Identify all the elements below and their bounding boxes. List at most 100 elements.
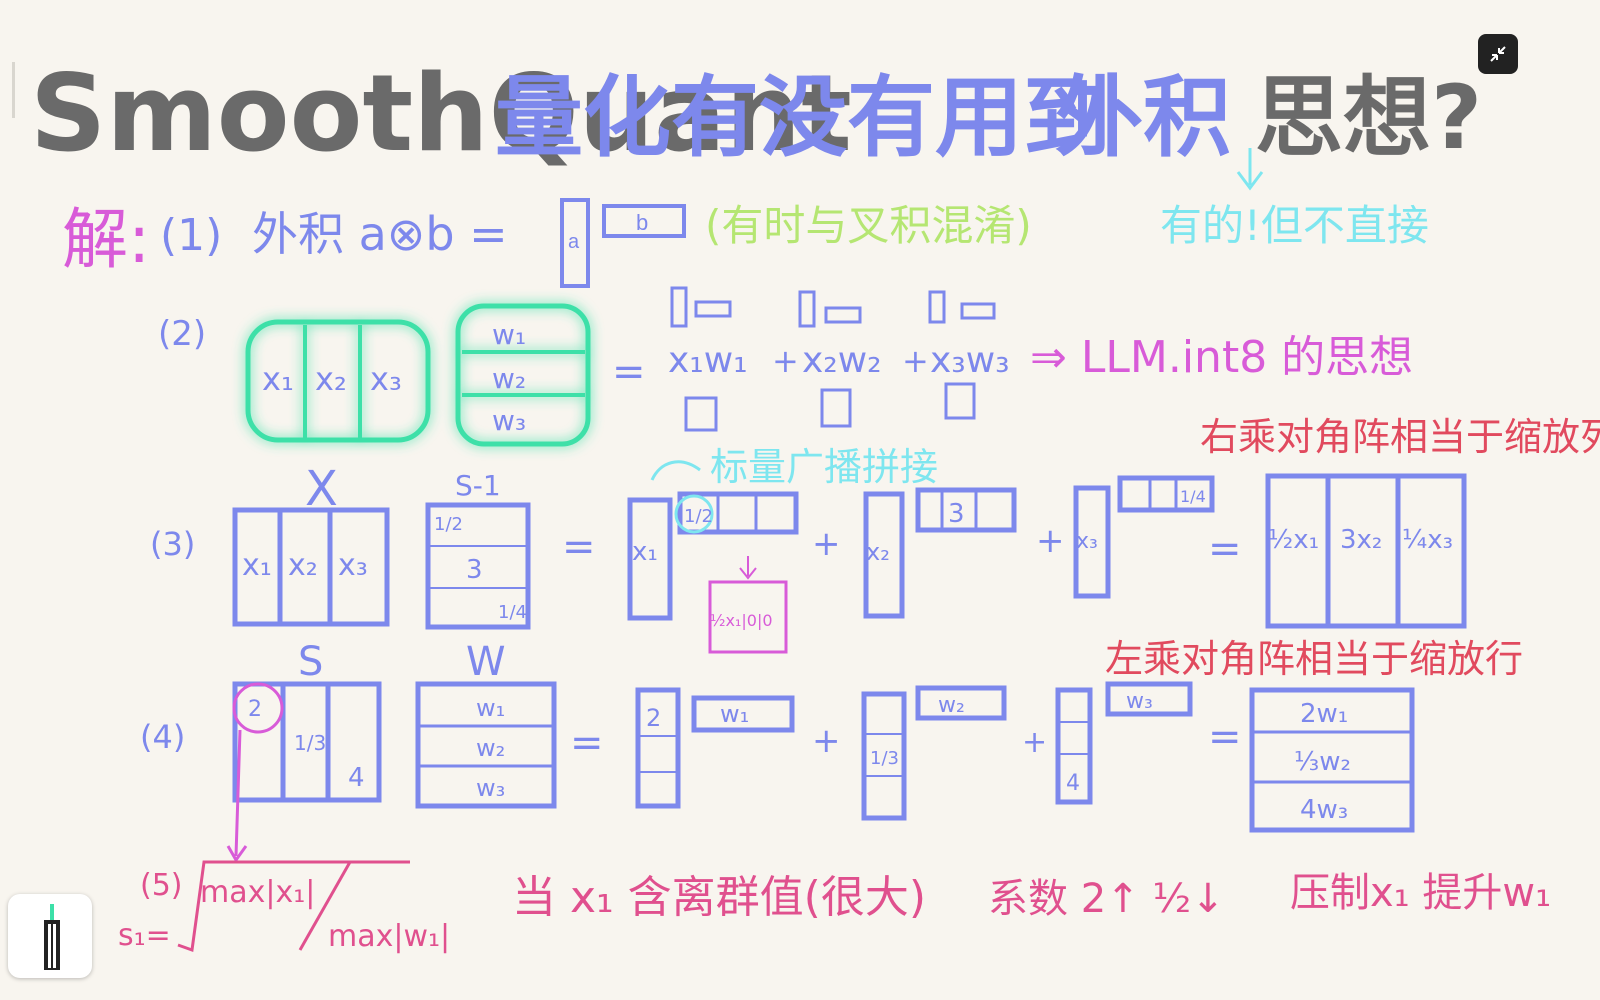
s4-col2 <box>861 691 907 821</box>
title-outer-product: 外积 <box>1055 66 1231 169</box>
s3-col2 <box>863 491 905 619</box>
s4-col2-val: 1/3 <box>870 748 899 769</box>
small-down-arrow-icon <box>739 556 757 580</box>
s3-result-2: 3x₂ <box>1340 525 1382 555</box>
s3-sinv-1: 1/2 <box>434 514 463 535</box>
s2-plus-1: + <box>772 342 799 380</box>
s3-equals-2: = <box>1208 526 1242 572</box>
broadcast-result-box <box>708 580 788 654</box>
s3-row1-val: 1/2 <box>684 506 713 527</box>
s3-result-1: ½x₁ <box>1268 525 1319 555</box>
suppress-boost-note: 压制x₁ 提升w₁ <box>1290 870 1551 916</box>
outlier-condition: 当 x₁ 含离群值(很大) <box>512 872 926 923</box>
vector-a-box <box>560 198 590 288</box>
title: SmoothQuant 量化有没有用到 外积 思想? <box>30 52 1482 175</box>
s2-w2: w₂ <box>492 362 526 395</box>
title-quantization: 量化有没有用到 <box>495 66 1111 169</box>
s3-col1-label: x₁ <box>632 537 658 567</box>
section-1: 解: (1) 外积 a⊗b = a b (有时与叉积混淆) 有的!但不直接 <box>62 148 1429 288</box>
s2-plus-2: + <box>902 342 929 380</box>
s3-col2-label: x₂ <box>866 538 890 566</box>
vector-a-label: a <box>568 231 580 253</box>
s4-s-1: 2 <box>248 697 262 722</box>
section-4: (4) S 2 1/3 4 W w₁ w₂ w₃ = 2 w₁ + 1/3 <box>140 637 1523 863</box>
left-multiply-note: 左乘对角阵相当于缩放行 <box>1105 637 1523 681</box>
s3-equals: = <box>562 524 596 570</box>
s3-row3-val: 1/4 <box>1180 487 1206 506</box>
broadcast-note: 标量广播拼接 <box>710 445 938 489</box>
s3-row2-val: 3 <box>948 499 965 529</box>
s1-highlight <box>232 682 284 734</box>
s4-w-matrix <box>415 681 557 809</box>
pen-icon <box>44 904 60 970</box>
s4-plus-1: + <box>812 721 841 761</box>
s2-term-1: x₁w₁ <box>668 340 748 381</box>
s4-col1 <box>635 687 681 809</box>
right-multiply-note: 右乘对角阵相当于缩放列 <box>1200 415 1600 459</box>
formula-numerator: max|x₁| <box>200 875 315 910</box>
formula-denominator: max|w₁| <box>328 919 450 954</box>
s3-x1: x₁ <box>242 548 272 583</box>
s2-term-2: x₂w₂ <box>802 340 882 381</box>
s2-equals: = <box>612 349 646 395</box>
down-arrow-icon <box>1236 148 1264 191</box>
llm-int8-conclusion: ⇒ LLM.int8 的思想 <box>1030 332 1413 383</box>
s3-x2: x₂ <box>288 548 318 583</box>
scalar-highlight <box>674 494 714 534</box>
x-matrix-frame <box>245 319 431 443</box>
s4-w-1: w₁ <box>476 694 505 722</box>
step-3-number: (3) <box>150 525 195 563</box>
s4-row3 <box>1105 681 1193 717</box>
s3-row1 <box>677 491 799 535</box>
s3-plus-1: + <box>812 524 841 564</box>
section-5: (5) s₁= max|x₁| max|w₁| 当 x₁ 含离群值(很大) 系数… <box>118 860 1551 954</box>
s4-w-2: w₂ <box>476 734 505 762</box>
pen-tool-button[interactable] <box>8 894 92 978</box>
step-2-number: (2) <box>158 314 206 354</box>
x-matrix-glow <box>245 303 591 447</box>
s3-x-matrix <box>232 507 390 627</box>
s2-mini-vectors <box>670 286 996 432</box>
s4-equals: = <box>570 720 604 766</box>
curved-arrow-icon <box>650 460 701 481</box>
matrix-sinv-label: S-1 <box>455 469 501 502</box>
s4-row2 <box>915 685 1007 721</box>
s2-term-3: x₃w₃ <box>930 340 1010 381</box>
s4-row2-val: w₂ <box>938 693 965 718</box>
s2-x1: x₁ <box>262 360 294 398</box>
step-4-number: (4) <box>140 718 185 756</box>
s3-row3 <box>1117 475 1215 513</box>
step-5-number: (5) <box>140 868 183 903</box>
sqrt-symbol <box>177 860 410 953</box>
broadcast-result: ½x₁|0|0 <box>710 611 773 630</box>
confusion-note: (有时与叉积混淆) <box>705 201 1032 250</box>
step-1-number: (1) <box>160 210 222 261</box>
s4-result-1: 2w₁ <box>1300 699 1348 729</box>
s3-x3: x₃ <box>338 548 368 583</box>
s4-result-matrix <box>1249 687 1415 833</box>
outer-product-formula: 外积 a⊗b = <box>252 207 508 261</box>
s4-col3-val: 4 <box>1066 771 1080 796</box>
exit-fullscreen-button[interactable] <box>1478 34 1518 74</box>
s4-col3 <box>1055 687 1093 805</box>
s3-result-matrix <box>1265 473 1467 629</box>
s3-col3 <box>1073 485 1111 599</box>
coefficient-change: 系数 2↑ ½↓ <box>988 876 1225 922</box>
s4-row3-val: w₃ <box>1126 689 1153 714</box>
s3-row2 <box>915 487 1017 533</box>
s2-w3: w₃ <box>492 404 526 437</box>
s3-sinv-3: 1/4 <box>498 602 527 623</box>
vector-b-box <box>602 204 686 238</box>
vector-b-label: b <box>636 210 648 235</box>
left-edge-marker <box>12 62 15 118</box>
s2-x3: x₃ <box>370 360 402 398</box>
matrix-s-label: S <box>298 639 323 685</box>
section-2: (2) x₁ x₂ x₃ w₁ w₂ w₃ = x₁w₁ + x₂w₂ + <box>158 286 1413 447</box>
s2-x2: x₂ <box>315 360 347 398</box>
s4-row1 <box>691 695 795 733</box>
s3-col3-label: x₃ <box>1076 529 1098 554</box>
solution-label: 解: <box>62 201 150 278</box>
exit-fullscreen-icon <box>1490 46 1506 62</box>
s4-equals-2: = <box>1208 714 1242 760</box>
